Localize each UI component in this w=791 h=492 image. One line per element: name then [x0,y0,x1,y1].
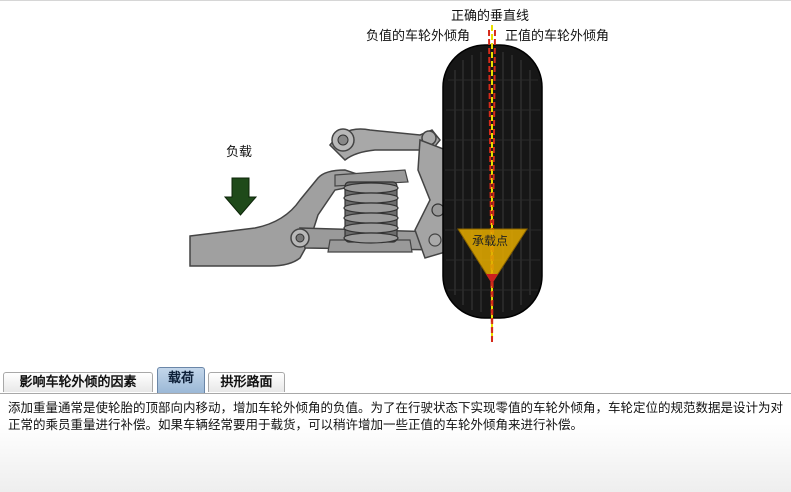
negative-camber-label: 负值的车轮外倾角 [366,29,471,44]
description-text: 添加重量通常是使轮胎的顶部向内移动，增加车轮外倾角的负值。为了在行驶状态下实现零… [8,400,784,432]
chassis-beam [189,169,361,267]
tab-camber-factors[interactable]: 影响车轮外倾的因素 [3,372,153,392]
lower-ball-joint [428,233,442,247]
top-divider [0,0,791,1]
positive-camber-label: 正值的车轮外倾角 [505,29,610,44]
positive-camber-line [491,29,496,343]
suspension-diagram [189,25,543,343]
coil-spring [343,181,399,244]
description-panel: 添加重量通常是使轮胎的顶部向内移动，增加车轮外倾角的负值。为了在行驶状态下实现零… [0,394,791,492]
hub-bolt [431,203,445,217]
tab-bar: 影响车轮外倾的因素 载荷 拱形路面 [0,367,791,394]
contact-point-label: 承载点 [472,234,509,248]
correct-vertical-label: 正确的垂直线 [451,9,530,24]
tab-load[interactable]: 载荷 [157,367,205,393]
negative-camber-line [488,29,493,343]
load-label: 负载 [226,145,253,160]
tab-road-crown[interactable]: 拱形路面 [208,372,285,392]
contact-point-marker [457,228,528,284]
contact-point-tip [486,274,498,284]
load-arrow-icon [223,177,258,216]
